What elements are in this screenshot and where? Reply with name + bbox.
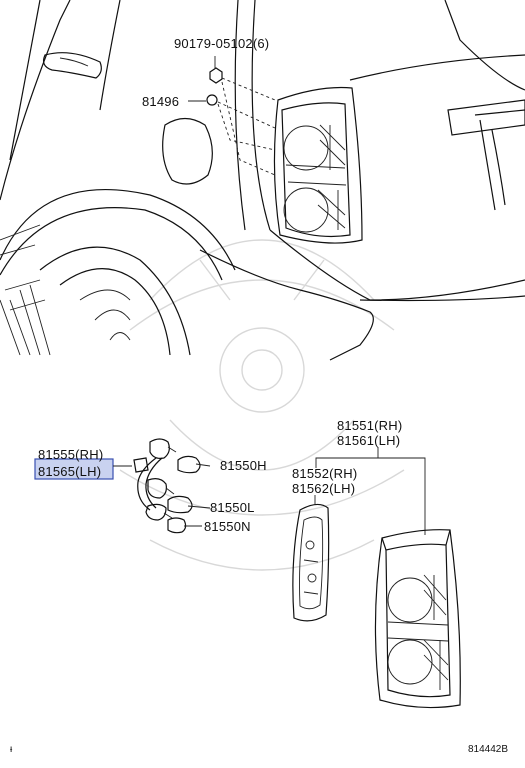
socket-wire-illustration	[133, 438, 177, 521]
callout-bulb-l[interactable]: 81550L	[210, 500, 255, 515]
bulb-icon	[167, 495, 211, 514]
tail-lamp-illustration	[273, 86, 363, 244]
callout-gasket-rh[interactable]: 81552(RH)	[292, 466, 357, 481]
callout-lamp-lh[interactable]: 81561(LH)	[337, 433, 400, 448]
footer-left-mark: ᵻ	[10, 744, 13, 755]
callout-socket-lh[interactable]: 81565(LH)	[38, 464, 101, 479]
bulb-icon	[177, 455, 211, 474]
callout-lamp-rh[interactable]: 81551(RH)	[337, 418, 402, 433]
callout-nut[interactable]: 90179-05102(6)	[174, 36, 269, 51]
nut-icon	[209, 67, 223, 84]
callout-clip[interactable]: 81496	[142, 94, 179, 109]
tail-lamp-illustration	[374, 529, 461, 709]
callout-bulb-n[interactable]: 81550N	[204, 519, 251, 534]
gasket-illustration	[292, 503, 330, 622]
callout-gasket-lh[interactable]: 81562(LH)	[292, 481, 355, 496]
callout-bulb-h[interactable]: 81550H	[220, 458, 267, 473]
callout-socket-rh[interactable]: 81555(RH)	[38, 447, 103, 462]
highlight-box	[34, 458, 114, 480]
diagram-id: 814442B	[468, 744, 508, 755]
watermark-emblem	[119, 239, 405, 571]
clip-icon	[206, 94, 218, 106]
bulb-icon	[167, 517, 202, 534]
vehicle-rear-quarter-illustration	[0, 0, 525, 361]
